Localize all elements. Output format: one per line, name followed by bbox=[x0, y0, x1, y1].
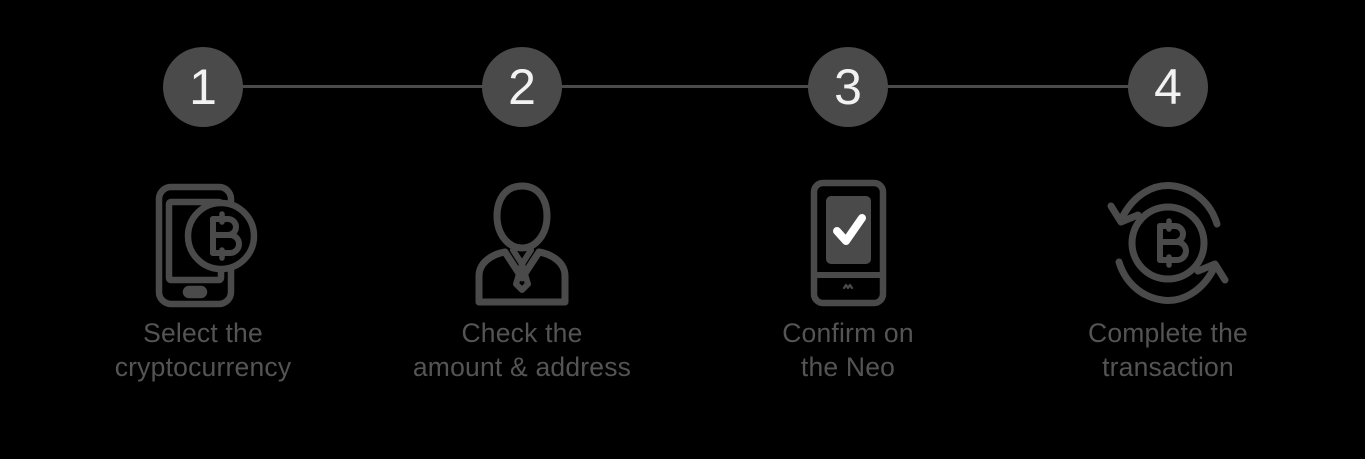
person-suit-icon bbox=[392, 175, 652, 310]
step-column-1: Select the cryptocurrency bbox=[73, 175, 333, 384]
step-node-4[interactable]: 4 bbox=[1128, 47, 1208, 127]
stepper: 1 2 3 4 bbox=[163, 47, 1208, 127]
step-node-3[interactable]: 3 bbox=[808, 47, 888, 127]
smartphone-bitcoin-icon bbox=[73, 175, 333, 310]
step-caption-1: Select the cryptocurrency bbox=[114, 318, 292, 382]
bitcoin-exchange-arrows-icon bbox=[1038, 175, 1298, 310]
stepper-connector-line bbox=[203, 85, 1168, 88]
step-caption-2: Check the amount & address bbox=[412, 318, 632, 382]
step-column-3: Confirm on the Neo bbox=[718, 175, 978, 384]
step-node-1[interactable]: 1 bbox=[163, 47, 243, 127]
step-caption-4: Complete the transaction bbox=[1087, 318, 1248, 382]
step-column-4: Complete the transaction bbox=[1038, 175, 1298, 384]
step-node-2[interactable]: 2 bbox=[482, 47, 562, 127]
step-column-2: Check the amount & address bbox=[392, 175, 652, 384]
step-caption-3: Confirm on the Neo bbox=[782, 318, 914, 382]
step-columns: Select the cryptocurrency Check the amou… bbox=[0, 175, 1365, 405]
hardware-wallet-check-icon bbox=[718, 175, 978, 310]
